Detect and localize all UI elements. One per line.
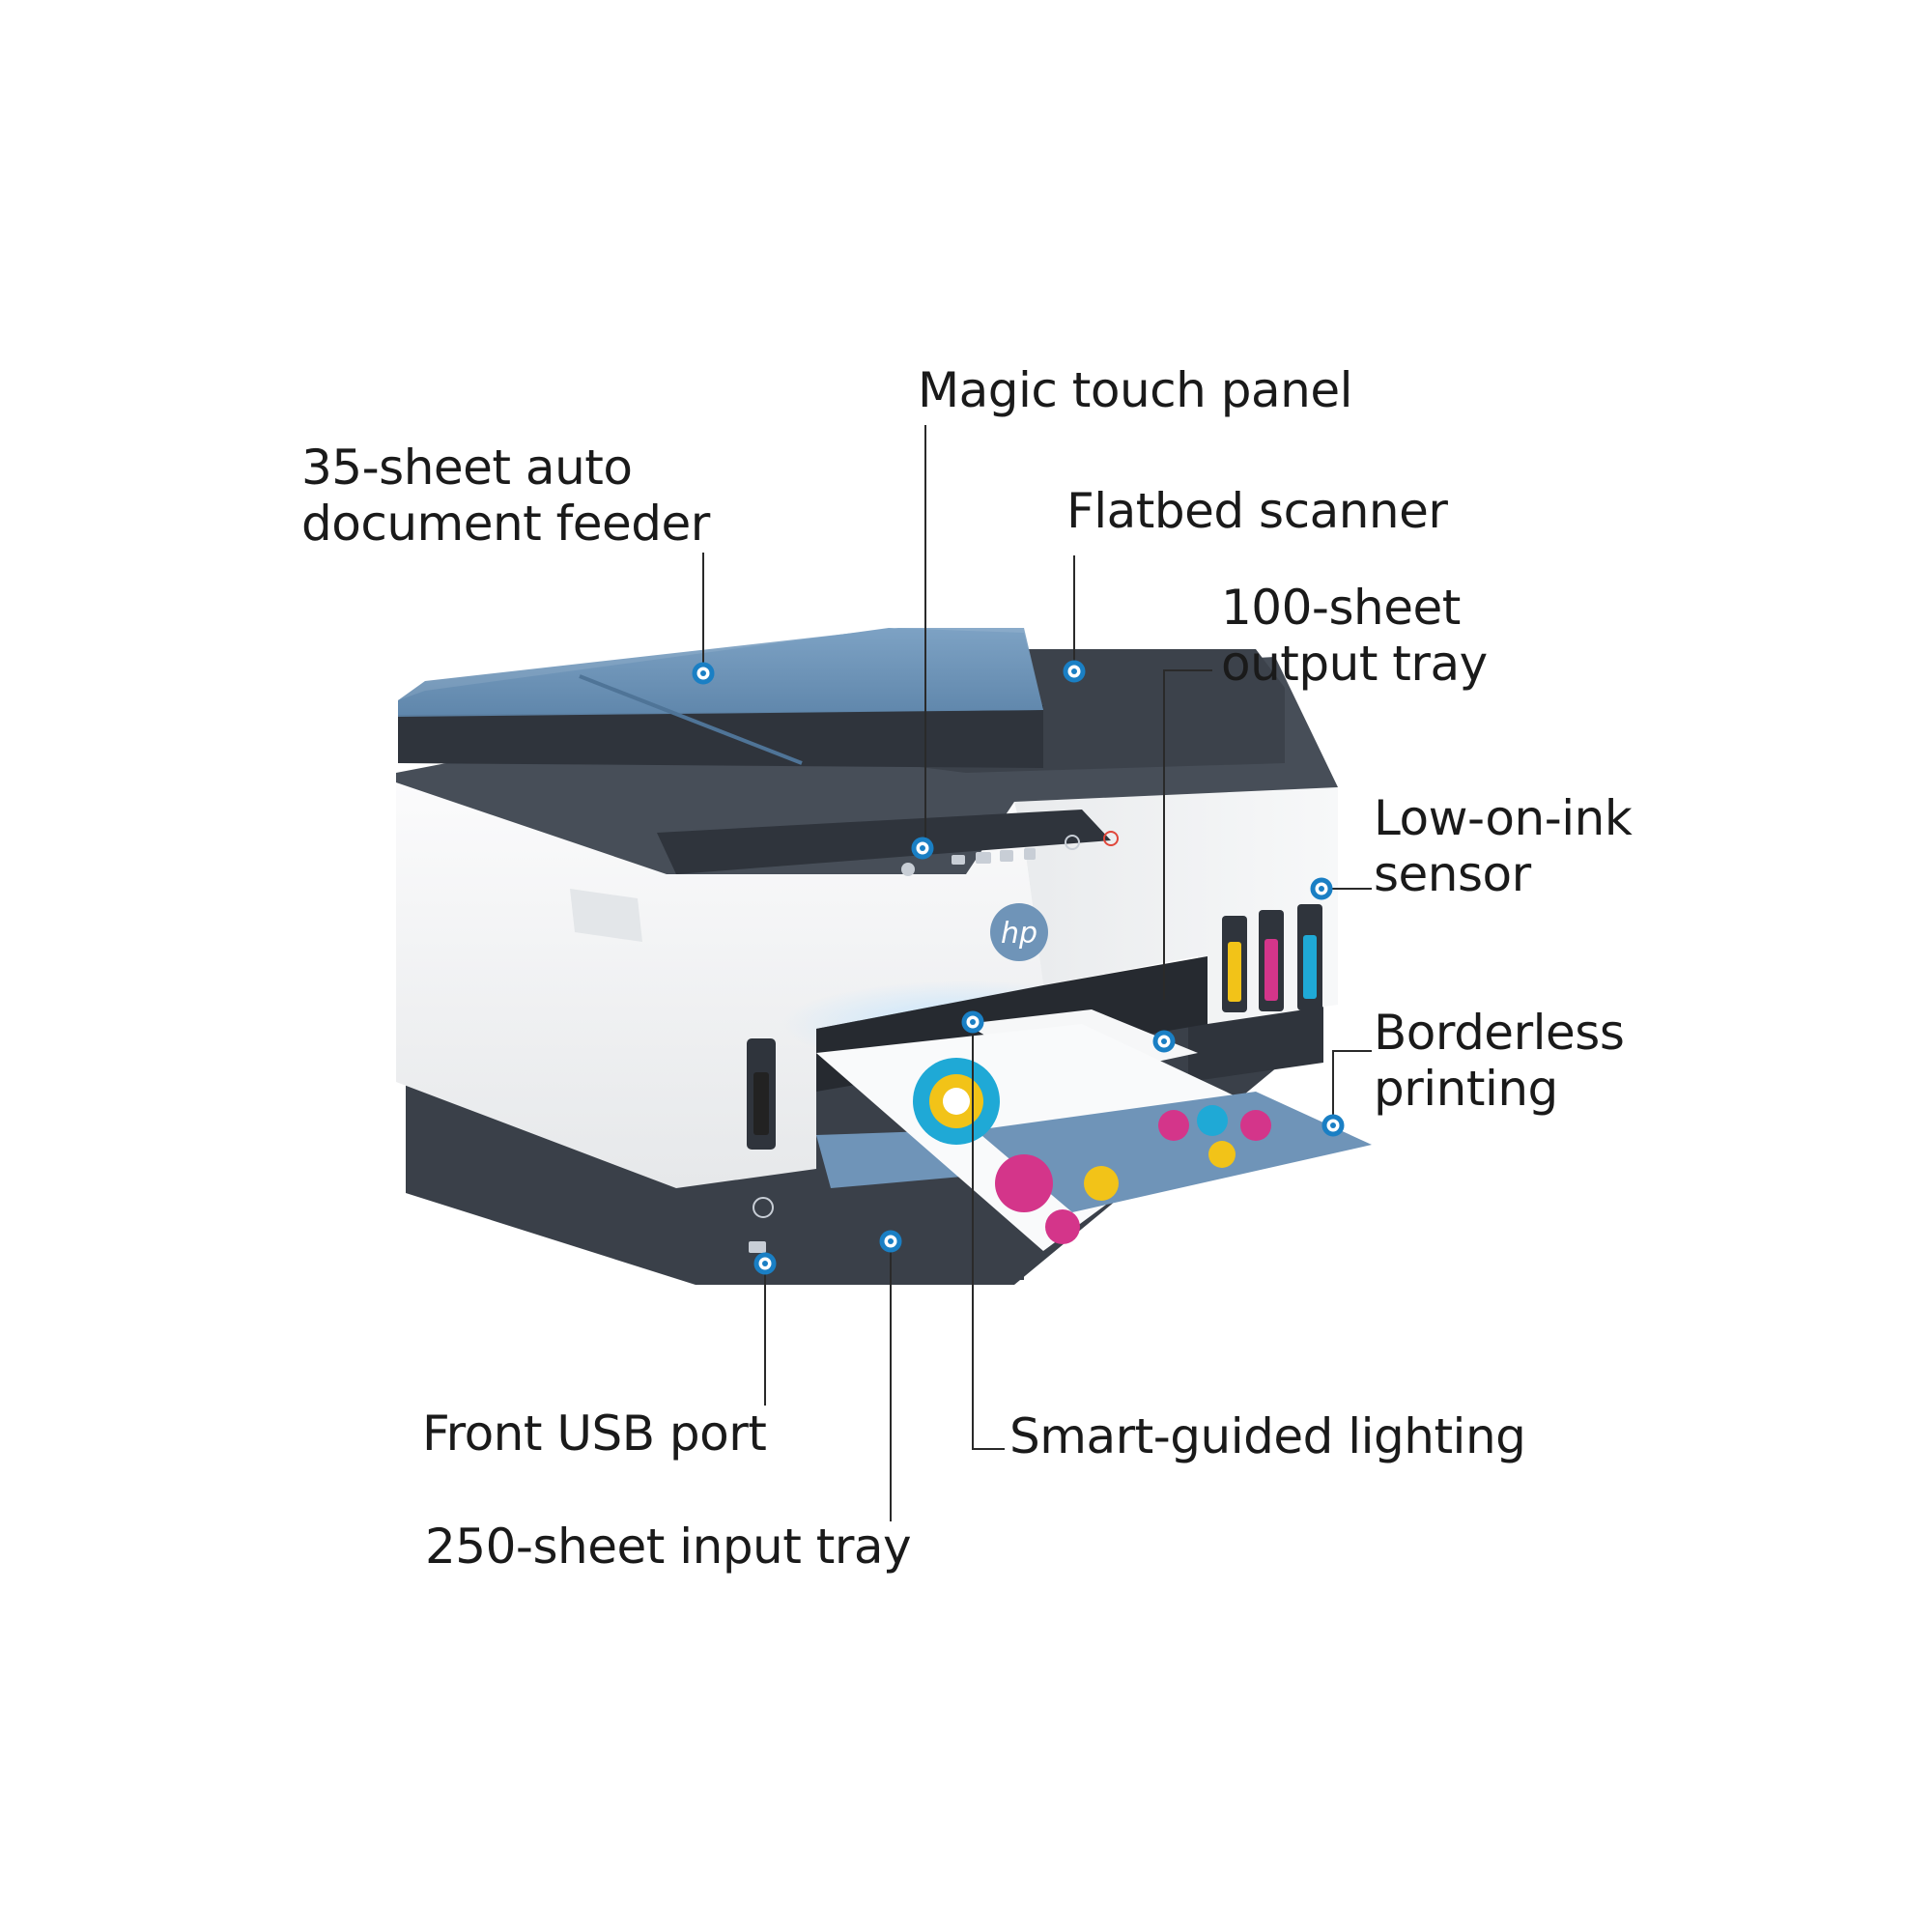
callout-usb-label: Front USB port bbox=[422, 1406, 767, 1462]
adf-cover-crease bbox=[579, 674, 803, 765]
callout-borderless-line-2: printing bbox=[1374, 1061, 1558, 1117]
hp-logo-text: hp bbox=[1001, 917, 1037, 951]
printed-page-blue bbox=[976, 1092, 1372, 1212]
ink-tanks bbox=[1222, 904, 1322, 1012]
callout-output-line-1: 100-sheet bbox=[1221, 580, 1461, 636]
black-ink-tank bbox=[747, 1038, 776, 1150]
callout-input-line-1: 250-sheet input tray bbox=[425, 1519, 912, 1575]
callout-adf-line-2: document feeder bbox=[301, 496, 710, 552]
control-panel-strip bbox=[657, 810, 1111, 874]
body-right-side bbox=[1014, 787, 1338, 1024]
power-button bbox=[753, 1197, 774, 1218]
adf-cover-side bbox=[398, 700, 1043, 768]
callout-lighting-label: Smart-guided lighting bbox=[1009, 1408, 1526, 1464]
callout-ink-line-1: Low-on-ink bbox=[1374, 790, 1633, 846]
callout-usb-line-1: Front USB port bbox=[422, 1406, 767, 1462]
callout-ink-label: Low-on-ink sensor bbox=[1374, 790, 1633, 902]
body-front bbox=[396, 782, 1043, 1188]
callout-flatbed-label: Flatbed scanner bbox=[1066, 483, 1448, 539]
hp-logo: hp bbox=[990, 903, 1048, 961]
callout-ink-line-2: sensor bbox=[1374, 846, 1531, 902]
touch-panel-icons bbox=[901, 831, 1119, 876]
callout-output-label: 100-sheet output tray bbox=[1221, 580, 1488, 692]
usb-port bbox=[749, 1241, 766, 1253]
callout-borderless-line-1: Borderless bbox=[1374, 1005, 1625, 1061]
adf-cover-top bbox=[398, 628, 1043, 717]
callout-output-line-2: output tray bbox=[1221, 636, 1488, 692]
callout-lighting-line-1: Smart-guided lighting bbox=[1009, 1408, 1526, 1464]
base-right-side bbox=[1188, 1005, 1323, 1082]
callout-panel-line-1: Magic touch panel bbox=[918, 362, 1352, 418]
callout-borderless-label: Borderless printing bbox=[1374, 1005, 1625, 1117]
callout-input-label: 250-sheet input tray bbox=[425, 1519, 912, 1575]
page-graphics bbox=[913, 1058, 1271, 1244]
leader-lines bbox=[702, 425, 1372, 1521]
callout-panel-label: Magic touch panel bbox=[918, 362, 1352, 418]
callout-flatbed-line-1: Flatbed scanner bbox=[1066, 483, 1448, 539]
callout-adf-label: 35-sheet auto document feeder bbox=[301, 440, 710, 552]
callout-adf-line-1: 35-sheet auto bbox=[301, 440, 633, 496]
callout-dot-centers bbox=[700, 668, 1336, 1266]
adf-side-tab bbox=[570, 889, 642, 942]
